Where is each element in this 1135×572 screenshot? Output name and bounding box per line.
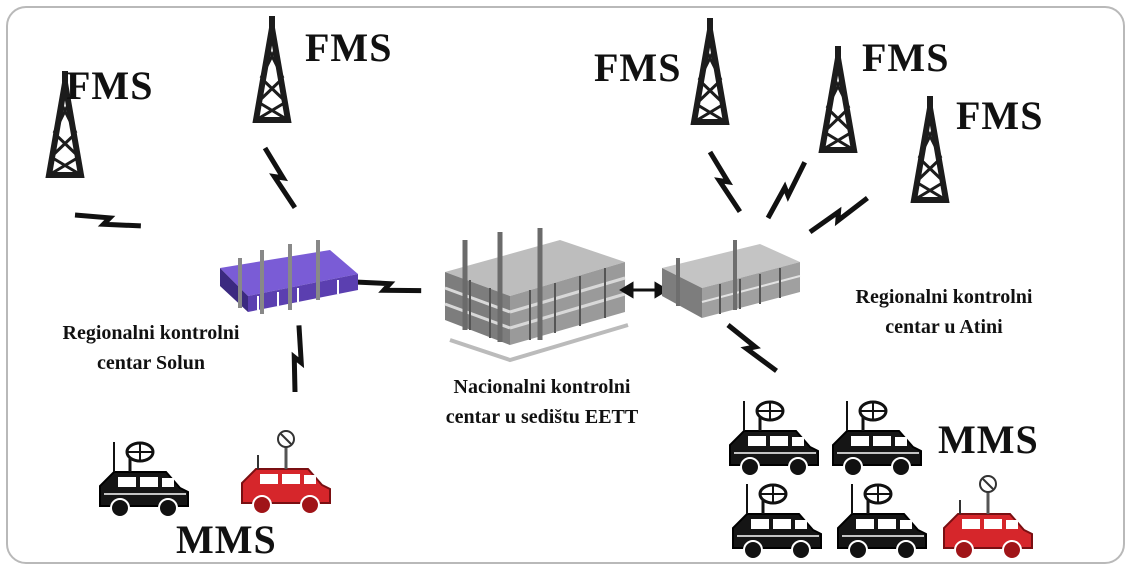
monitoring-van-icon-red bbox=[240, 429, 332, 516]
regional-center-solun-building-icon bbox=[220, 240, 358, 314]
lightning-link-icon bbox=[761, 162, 813, 218]
double-arrow-link-icon bbox=[619, 281, 669, 299]
lightning-link-icon bbox=[806, 198, 871, 232]
fms-tower-icon bbox=[822, 46, 854, 150]
regional-center-atina-line1: Regionalni kontrolni bbox=[855, 286, 1033, 308]
fms-tower-icon bbox=[914, 96, 946, 200]
national-center-label: Nacionalni kontrolni centar u sedištu EE… bbox=[392, 372, 692, 432]
monitoring-van-icon bbox=[731, 482, 823, 561]
monitoring-van-icon bbox=[836, 482, 928, 561]
lightning-link-icon bbox=[355, 272, 421, 300]
regional-center-atina-building-icon bbox=[662, 240, 801, 318]
lightning-link-icon bbox=[75, 205, 141, 235]
regional-center-atina-line2: centar u Atini bbox=[885, 316, 1003, 338]
fms-label: FMS bbox=[66, 63, 154, 108]
mms-label: MMS bbox=[176, 517, 277, 562]
monitoring-van-icon bbox=[98, 440, 190, 519]
national-center-line1: Nacionalni kontrolni bbox=[453, 376, 631, 398]
fms-label: FMS bbox=[305, 25, 393, 70]
monitoring-van-icon bbox=[831, 399, 923, 478]
fms-label: FMS bbox=[862, 35, 950, 80]
national-center-building-icon bbox=[444, 228, 629, 363]
regional-center-solun-label: Regionalni kontrolni centar Solun bbox=[8, 318, 294, 378]
regional-center-solun-line1: Regionalni kontrolni bbox=[62, 322, 240, 344]
monitoring-van-icon bbox=[728, 399, 820, 478]
mms-label: MMS bbox=[938, 417, 1039, 462]
regional-center-solun-line2: centar Solun bbox=[97, 352, 205, 374]
fms-tower-icon bbox=[256, 16, 288, 120]
regional-center-atina-label: Regionalni kontrolni centar u Atini bbox=[800, 282, 1088, 342]
monitoring-van-icon-red bbox=[942, 474, 1034, 561]
lightning-link-icon bbox=[265, 145, 295, 211]
lightning-link-icon bbox=[710, 149, 740, 215]
fms-label: FMS bbox=[594, 45, 682, 90]
national-center-line2: centar u sedištu EETT bbox=[445, 406, 639, 428]
lightning-link-icon bbox=[728, 319, 777, 377]
fms-label: FMS bbox=[956, 93, 1044, 138]
fms-tower-icon bbox=[694, 18, 726, 122]
